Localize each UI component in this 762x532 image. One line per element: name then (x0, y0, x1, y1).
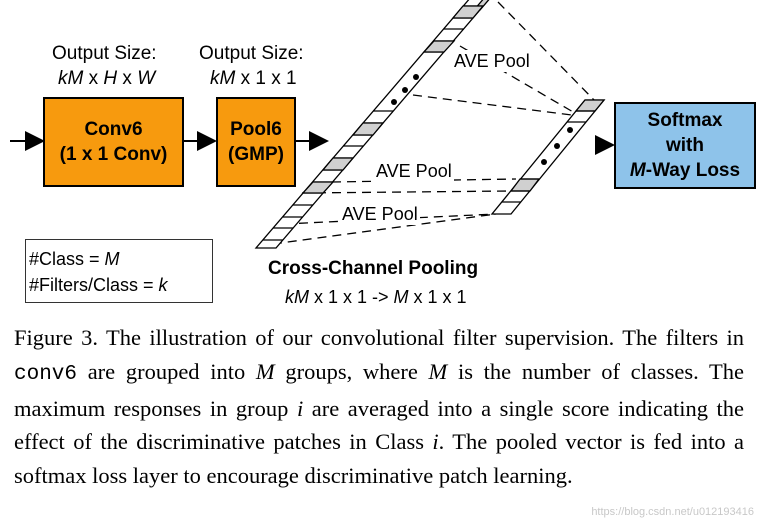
conv6-title: Conv6 (84, 119, 143, 140)
softmax-box: Softmax with M-Way Loss (614, 102, 756, 189)
conv6-subtitle: (1 x 1 Conv) (59, 144, 168, 165)
conv6-output-size-title: Output Size: (52, 43, 157, 64)
pool6-subtitle: (GMP) (228, 144, 284, 165)
conv6-output-size-dims: kM x H x W (58, 68, 156, 89)
ave-pool-label-bottom: AVE Pool (340, 203, 420, 225)
ave-pool-label-middle: AVE Pool (374, 160, 454, 182)
vector-ellipsis-dots (541, 127, 573, 165)
pool6-output-size-title: Output Size: (199, 43, 304, 64)
cross-channel-pooling-dims: kM x 1 x 1 -> M x 1 x 1 (285, 287, 467, 307)
legend-box: #Class = M #Filters/Class = k (25, 239, 213, 303)
softmax-line2: with (666, 135, 704, 156)
stack-ellipsis-dots (391, 74, 419, 105)
legend-filters-per-class: #Filters/Class = k (29, 275, 168, 295)
figure-caption: Figure 3. The illustration of our convol… (14, 325, 744, 489)
softmax-line1: Softmax (647, 110, 723, 131)
stack-highlight-cells (301, 5, 485, 194)
ave-pool-label-top: AVE Pool (452, 50, 532, 72)
pool6-title: Pool6 (230, 119, 282, 140)
cross-channel-pooling-title: Cross-Channel Pooling (268, 258, 479, 279)
pooled-vector (490, 99, 606, 215)
softmax-line3: M-Way Loss (629, 160, 741, 181)
pool6-box: Pool6 (GMP) (216, 97, 296, 187)
conv6-box: Conv6 (1 x 1 Conv) (43, 97, 184, 187)
watermark: https://blog.csdn.net/u012193416 (591, 506, 754, 518)
legend-class-count: #Class = M (29, 249, 120, 269)
pool6-output-size-dims: kM x 1 x 1 (210, 68, 297, 89)
